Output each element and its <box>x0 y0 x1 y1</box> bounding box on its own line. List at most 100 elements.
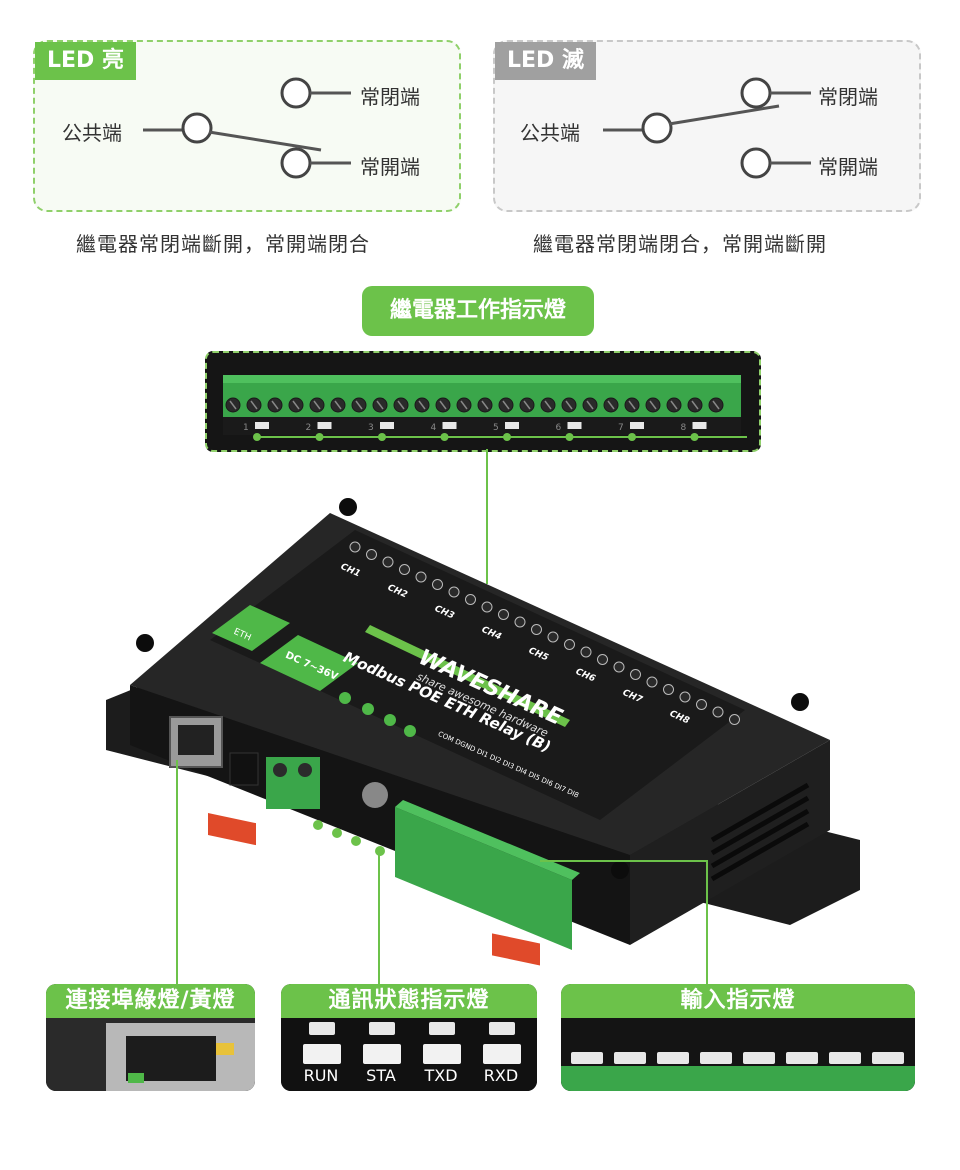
device-terminal-screw <box>514 616 526 628</box>
input-led <box>872 1052 904 1064</box>
input-led <box>700 1052 732 1064</box>
device-terminal-screw <box>613 661 625 673</box>
device-terminal-screw <box>349 541 361 553</box>
screw-slot <box>313 400 321 410</box>
relay-led-dot <box>628 433 636 441</box>
relay-led <box>567 422 582 429</box>
link-connector-line <box>176 760 178 985</box>
screw-slot <box>292 400 300 410</box>
relay-led <box>692 422 707 429</box>
screw-slot <box>397 400 405 410</box>
screw-slot <box>607 400 615 410</box>
device-terminal-screw <box>399 564 410 575</box>
screw-slot <box>481 400 489 410</box>
device-terminal-screw <box>415 571 427 583</box>
relay-led-dot <box>565 433 574 441</box>
relay-channel-number: 8 <box>681 423 687 433</box>
input-led-card: 輸入指示燈 <box>561 984 915 1091</box>
link-led-card: 連接埠綠燈/黃燈 <box>46 984 255 1091</box>
relay-led-dot <box>253 433 261 441</box>
status-led-title: 通訊狀態指示燈 <box>281 984 537 1018</box>
status-led <box>423 1044 461 1064</box>
status-led-top <box>369 1022 395 1035</box>
ethernet-port-closeup <box>46 1018 255 1091</box>
screw-slot <box>460 400 468 410</box>
relay-led-dot <box>503 433 511 441</box>
led-on-no-label: 常開端 <box>360 155 420 179</box>
status-led-row <box>281 1018 537 1091</box>
input-led <box>614 1052 646 1064</box>
status-connector-line <box>378 855 380 985</box>
screw-slot <box>355 400 363 410</box>
device-terminal-screw <box>465 594 476 605</box>
status-led <box>483 1044 521 1064</box>
relay-device <box>106 498 860 966</box>
link-led-title: 連接埠綠燈/黃燈 <box>46 984 255 1018</box>
screw-slot <box>418 400 426 410</box>
input-led <box>829 1052 861 1064</box>
device-terminal-screw <box>729 714 740 725</box>
status-led-label: RXD <box>483 1066 519 1085</box>
status-led-top <box>309 1022 335 1035</box>
screw-slot <box>544 400 552 410</box>
device-terminal-screw <box>481 601 493 613</box>
led-off-nc-label: 常閉端 <box>818 85 878 109</box>
input-connector-line-v <box>706 860 708 985</box>
status-led-card: 通訊狀態指示燈 RUN STA TXD RXD <box>281 984 537 1091</box>
device-terminal-screw <box>432 579 443 590</box>
led-off-caption: 繼電器常閉端閉合，常開端斷開 <box>533 232 827 256</box>
relay-led <box>255 422 269 429</box>
led-off-common-label: 公共端 <box>520 121 580 145</box>
screw-slot <box>628 400 636 410</box>
relay-led-dot <box>315 433 324 441</box>
relay-led <box>317 422 332 429</box>
screw-slot <box>586 400 594 410</box>
relay-channel-number: 6 <box>556 423 562 433</box>
device-terminal-screw <box>547 631 559 643</box>
screw-slot <box>250 400 258 410</box>
status-led-top <box>429 1022 455 1035</box>
device-terminal-screw <box>630 669 641 680</box>
status-led <box>363 1044 401 1064</box>
status-led <box>303 1044 341 1064</box>
relay-channel-number: 4 <box>431 423 437 433</box>
screw-slot <box>439 400 447 410</box>
screw-slot <box>376 400 384 410</box>
input-led-title: 輸入指示燈 <box>561 984 915 1018</box>
device-terminal-screw <box>531 624 542 635</box>
relay-channel-number: 3 <box>368 423 374 433</box>
relay-indicator-title: 繼電器工作指示燈 <box>362 286 594 336</box>
device-terminal-screw <box>597 654 608 665</box>
status-led-label: RUN <box>303 1066 339 1085</box>
device-terminal-screw <box>712 706 724 718</box>
screw-slot <box>691 400 699 410</box>
input-led <box>743 1052 775 1064</box>
led-off-no-label: 常開端 <box>818 155 878 179</box>
led-off-tag: LED 滅 <box>495 42 596 80</box>
relay-channel-number: 7 <box>618 423 624 433</box>
device-terminal-screw <box>448 586 460 598</box>
input-led-row <box>561 1018 915 1091</box>
device-terminal-screw <box>498 609 509 620</box>
led-on-switch-diagram <box>143 77 351 179</box>
screw-slot <box>565 400 573 410</box>
relay-channel-number: 5 <box>493 423 499 433</box>
relay-channel-number: 1 <box>243 423 249 433</box>
relay-led-dot <box>690 433 699 441</box>
device-terminal-screw <box>580 646 592 658</box>
screw-slot <box>229 400 237 410</box>
relay-led <box>442 422 457 429</box>
status-led-label: TXD <box>424 1066 458 1085</box>
relay-led <box>630 422 644 429</box>
device-terminal-screw <box>382 556 394 568</box>
relay-led-dot <box>440 433 449 441</box>
relay-led-dot <box>378 433 386 441</box>
led-on-common-label: 公共端 <box>62 121 122 145</box>
relay-terminal-strip <box>223 375 747 441</box>
status-led-label: STA <box>366 1066 396 1085</box>
led-on-caption: 繼電器常閉端斷開，常開端閉合 <box>76 232 370 256</box>
relay-led <box>380 422 394 429</box>
device-terminal-screw <box>663 684 674 695</box>
screw-slot <box>649 400 657 410</box>
screw-slot <box>670 400 678 410</box>
